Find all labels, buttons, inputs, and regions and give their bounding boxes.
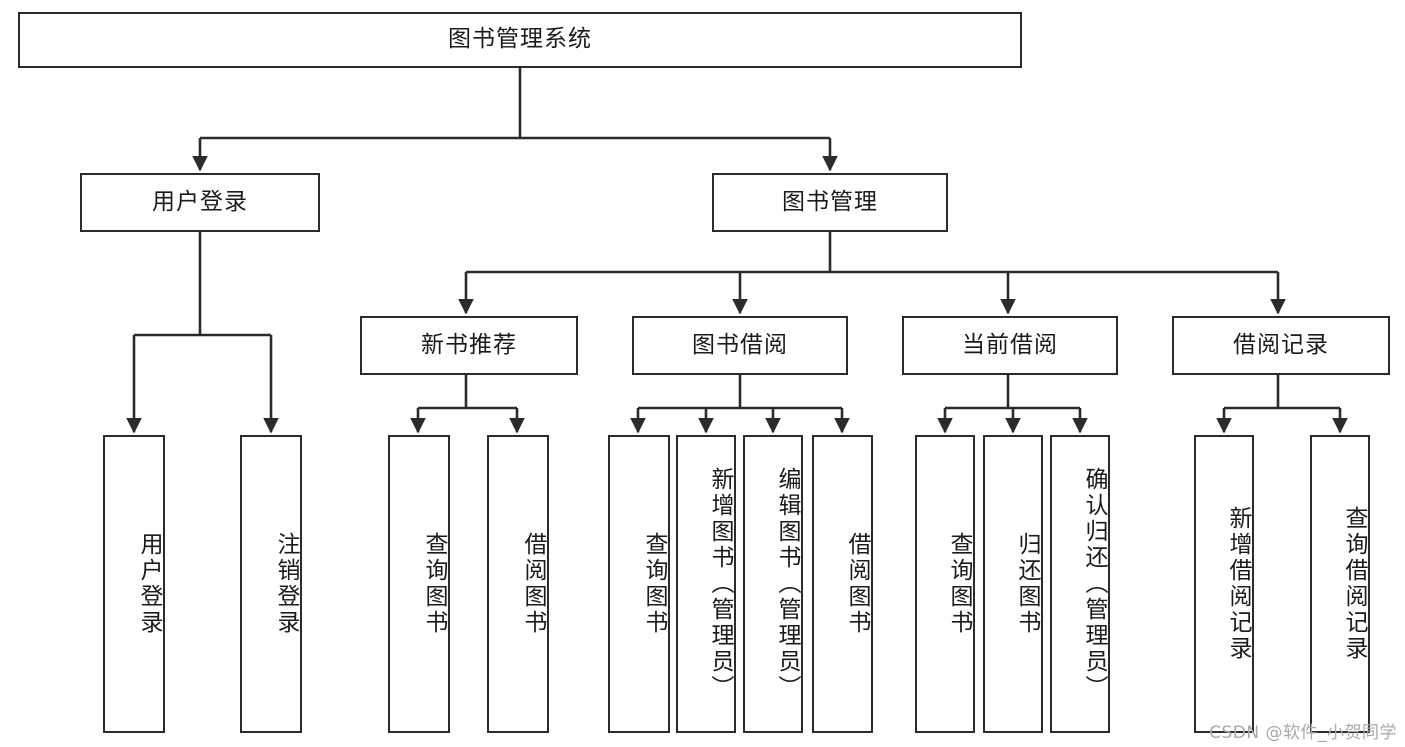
node-label: 图书借阅 bbox=[692, 331, 788, 358]
node-label: 新增图书（管理员） bbox=[707, 467, 733, 701]
node-label: 查询借阅记录 bbox=[1341, 506, 1367, 662]
node-new-book-recommend[interactable]: 新书推荐 bbox=[360, 316, 578, 375]
node-borrow-record[interactable]: 借阅记录 bbox=[1172, 316, 1390, 375]
node-root-book-management-system[interactable]: 图书管理系统 bbox=[18, 12, 1022, 68]
leaf-record-query-record[interactable]: 查询借阅记录 bbox=[1310, 435, 1370, 733]
node-label: 归还图书 bbox=[1014, 532, 1040, 636]
node-label: 借阅记录 bbox=[1233, 331, 1329, 358]
node-label: 用户登录 bbox=[136, 532, 162, 636]
node-label: 用户登录 bbox=[152, 188, 248, 215]
node-label: 查询图书 bbox=[421, 532, 447, 636]
leaf-borrow-add-book-admin[interactable]: 新增图书（管理员） bbox=[676, 435, 736, 733]
csdn-watermark: CSDN @软件_小贺同学 bbox=[1209, 723, 1397, 743]
leaf-user-login-signin[interactable]: 用户登录 bbox=[103, 435, 165, 733]
node-user-login[interactable]: 用户登录 bbox=[80, 173, 320, 232]
node-book-borrow[interactable]: 图书借阅 bbox=[632, 316, 848, 375]
leaf-user-login-signout[interactable]: 注销登录 bbox=[240, 435, 302, 733]
node-label: 当前借阅 bbox=[962, 331, 1058, 358]
leaf-current-confirm-return-admin[interactable]: 确认归还（管理员） bbox=[1050, 435, 1110, 733]
leaf-new-book-borrow[interactable]: 借阅图书 bbox=[487, 435, 549, 733]
node-label: 图书管理 bbox=[782, 188, 878, 215]
node-label: 查询图书 bbox=[641, 532, 667, 636]
node-label: 借阅图书 bbox=[520, 532, 546, 636]
node-label: 注销登录 bbox=[273, 532, 299, 636]
leaf-borrow-query-book[interactable]: 查询图书 bbox=[608, 435, 670, 733]
leaf-current-query-book[interactable]: 查询图书 bbox=[915, 435, 975, 733]
node-label: 新增借阅记录 bbox=[1225, 506, 1251, 662]
node-book-management[interactable]: 图书管理 bbox=[712, 173, 948, 232]
node-label: 借阅图书 bbox=[844, 532, 870, 636]
node-label: 图书管理系统 bbox=[448, 26, 592, 53]
leaf-borrow-edit-book-admin[interactable]: 编辑图书（管理员） bbox=[743, 435, 803, 733]
node-current-borrow[interactable]: 当前借阅 bbox=[902, 316, 1118, 375]
node-label: 编辑图书（管理员） bbox=[774, 467, 800, 701]
leaf-record-add-record[interactable]: 新增借阅记录 bbox=[1194, 435, 1254, 733]
leaf-borrow-borrow-book[interactable]: 借阅图书 bbox=[812, 435, 873, 733]
node-label: 确认归还（管理员） bbox=[1081, 467, 1107, 701]
leaf-current-return-book[interactable]: 归还图书 bbox=[983, 435, 1043, 733]
node-label: 查询图书 bbox=[946, 532, 972, 636]
leaf-new-book-query[interactable]: 查询图书 bbox=[388, 435, 450, 733]
node-label: 新书推荐 bbox=[421, 331, 517, 358]
